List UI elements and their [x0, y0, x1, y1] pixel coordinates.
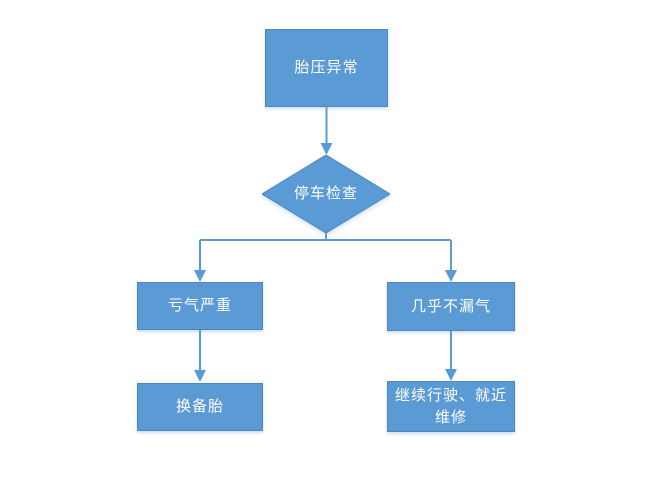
edge-start-to-check: [320, 107, 333, 155]
node-severe-leak[interactable]: 亏气严重: [137, 282, 263, 330]
arrowhead-icon: [445, 369, 457, 381]
arrowhead-icon: [445, 270, 457, 282]
node-spare-tire[interactable]: 换备胎: [137, 383, 263, 431]
edge-noleak-to-repair: [445, 331, 457, 381]
node-no-leak-label: 几乎不漏气: [410, 296, 491, 315]
edge-branch-bar: [200, 233, 451, 241]
node-start[interactable]: 胎压异常: [265, 29, 388, 107]
arrowhead-icon: [194, 370, 206, 382]
arrowhead-icon: [194, 270, 206, 282]
node-continue-repair-label: 继续行驶、就近维修: [394, 385, 507, 426]
node-severe-leak-label: 亏气严重: [167, 296, 232, 315]
edge-check-to-noleak: [445, 240, 457, 282]
node-spare-tire-label: 换备胎: [175, 397, 224, 416]
node-decision-label: 停车检查: [293, 184, 358, 203]
node-no-leak[interactable]: 几乎不漏气: [387, 282, 515, 331]
node-continue-repair[interactable]: 继续行驶、就近维修: [387, 381, 515, 432]
node-start-label: 胎压异常: [294, 58, 359, 77]
diamond-shape: [262, 155, 390, 233]
node-decision[interactable]: 停车检查: [262, 155, 390, 233]
edge-check-to-severe: [194, 240, 206, 282]
edge-severe-to-spare: [194, 330, 206, 382]
arrowhead-icon: [320, 143, 333, 155]
